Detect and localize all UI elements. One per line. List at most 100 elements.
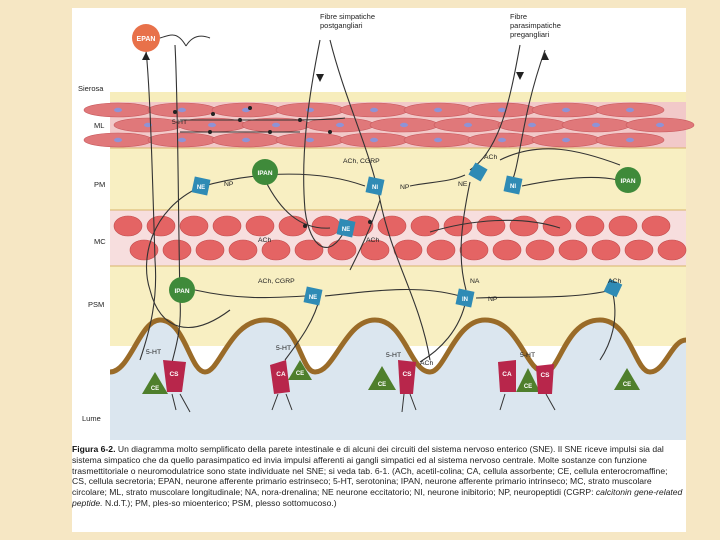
- neuron-pm-small: [468, 162, 488, 182]
- figure-caption: Figura 6-2. Un diagramma molto semplific…: [72, 444, 684, 509]
- layer-pm: PM: [94, 180, 105, 189]
- circular-muscle-cell: [195, 239, 225, 261]
- svg-text:CS: CS: [169, 371, 179, 378]
- circular-muscle-cell: [542, 215, 572, 237]
- layer-psm: PSM: [88, 300, 104, 309]
- layer-lume: Lume: [82, 414, 101, 423]
- circular-muscle-cell: [575, 215, 605, 237]
- circular-muscle-cell: [608, 215, 638, 237]
- neuron-psm-right: [603, 278, 623, 298]
- ne-neuron-mc: NE: [336, 218, 356, 238]
- muscle-nucleus: [626, 107, 634, 113]
- svg-text:CA: CA: [276, 371, 286, 378]
- svg-text:CE: CE: [524, 384, 532, 390]
- label-np-2: NP: [400, 184, 410, 191]
- nerve-fibers: [139, 39, 621, 371]
- circular-muscle-cell: [393, 239, 423, 261]
- circular-muscle-cell: [426, 239, 456, 261]
- in-neuron-psm: IN: [455, 288, 475, 308]
- muscle-nucleus: [626, 137, 634, 143]
- circular-muscle-cell: [641, 215, 671, 237]
- label-np-1: NP: [224, 181, 234, 188]
- label-ach-mc-1: ACh: [258, 237, 271, 244]
- svg-text:CE: CE: [623, 382, 631, 388]
- svg-text:CE: CE: [151, 386, 159, 392]
- muscle-nucleus: [336, 122, 344, 128]
- mucosa-outline: [109, 317, 687, 375]
- label-5ht-1: 5-HT: [146, 349, 161, 356]
- lumen-area: [110, 320, 686, 440]
- label-np-3: NP: [488, 296, 498, 303]
- circular-muscle-cell: [459, 239, 489, 261]
- ne-neuron-psm: NE: [303, 286, 323, 306]
- muscle-nucleus: [562, 137, 570, 143]
- label-na: NA: [470, 278, 480, 285]
- muscle-nucleus: [656, 122, 664, 128]
- svg-text:IPAN: IPAN: [174, 288, 189, 295]
- label-5ht-3: 5-HT: [386, 352, 401, 359]
- svg-text:CS: CS: [540, 372, 550, 379]
- epithelial-group-4: CA CE CS: [498, 360, 554, 394]
- circular-muscle-cell: [311, 215, 341, 237]
- parasymp-label-1: Fibre: [510, 12, 527, 21]
- muscle-nucleus: [528, 122, 536, 128]
- muscle-nucleus: [178, 107, 186, 113]
- ipan-neuron-pm-right: IPAN: [615, 167, 641, 193]
- ni-neuron-pm-right: NI: [503, 175, 523, 195]
- muscle-nucleus: [592, 122, 600, 128]
- circular-muscle-cell: [624, 239, 654, 261]
- svg-text:CE: CE: [296, 371, 304, 377]
- circular-muscle-cell: [212, 215, 242, 237]
- epan-label: EPAN: [137, 36, 156, 43]
- label-ach-cgrp-pm: ACh, CGRP: [343, 158, 380, 165]
- muscle-nucleus: [114, 137, 122, 143]
- circular-muscle-cell: [261, 239, 291, 261]
- svg-text:IPAN: IPAN: [257, 170, 272, 177]
- circular-muscle-cell: [476, 215, 506, 237]
- circular-muscle-cell: [377, 215, 407, 237]
- symp-label-2: postgangliari: [320, 21, 363, 30]
- layer-mc: MC: [94, 237, 106, 246]
- svg-text:NI: NI: [372, 185, 378, 191]
- caption-text: Un diagramma molto semplificato della pa…: [72, 444, 668, 498]
- circular-muscle-cell: [509, 215, 539, 237]
- parasymp-label-3: pregangliari: [510, 30, 550, 39]
- parasymp-label-2: parasimpatiche: [510, 21, 561, 30]
- layer-sierosa: Sierosa: [78, 84, 104, 93]
- symp-label-1: Fibre simpatiche: [320, 12, 375, 21]
- circular-muscle-cell: [410, 215, 440, 237]
- svg-text:IPAN: IPAN: [620, 178, 635, 185]
- muscle-nucleus: [498, 107, 506, 113]
- ne-neuron-pm: NE: [191, 176, 211, 196]
- circular-muscle-cells: [113, 215, 687, 261]
- svg-text:CA: CA: [502, 371, 512, 378]
- circular-muscle-cell: [492, 239, 522, 261]
- label-5ht-2: 5-HT: [276, 345, 291, 352]
- caption-tail: N.d.T.); PM, ples-so mioenterico; PSM, p…: [104, 497, 337, 508]
- circular-muscle-cell: [360, 239, 390, 261]
- muscle-nucleus: [242, 107, 250, 113]
- svg-text:IN: IN: [462, 297, 468, 303]
- circular-muscle-cell: [162, 239, 192, 261]
- svg-text:NE: NE: [309, 295, 317, 301]
- muscle-nucleus: [434, 107, 442, 113]
- label-ach-cgrp-psm: ACh, CGRP: [258, 278, 295, 285]
- muscle-nucleus: [434, 137, 442, 143]
- serosa-band: [110, 92, 686, 102]
- arrowheads: [142, 52, 549, 82]
- circular-muscle-cell: [228, 239, 258, 261]
- muscle-nucleus: [114, 107, 122, 113]
- svg-text:CE: CE: [378, 382, 386, 388]
- muscle-nucleus: [498, 137, 506, 143]
- muscle-nucleus: [370, 137, 378, 143]
- caption-italic: calcitonin gene-related peptide.: [72, 487, 683, 508]
- ipan-neuron-pm: IPAN: [252, 159, 278, 185]
- epithelial-group-2: CA CE: [270, 360, 312, 394]
- epithelial-group-5: CE: [614, 368, 640, 390]
- muscle-nucleus: [562, 107, 570, 113]
- svg-text:NI: NI: [510, 184, 516, 190]
- longitudinal-muscle-cells: [83, 102, 695, 148]
- epithelial-group-3: CE CS: [368, 360, 416, 394]
- epithelial-group-1: CS CE: [142, 360, 186, 394]
